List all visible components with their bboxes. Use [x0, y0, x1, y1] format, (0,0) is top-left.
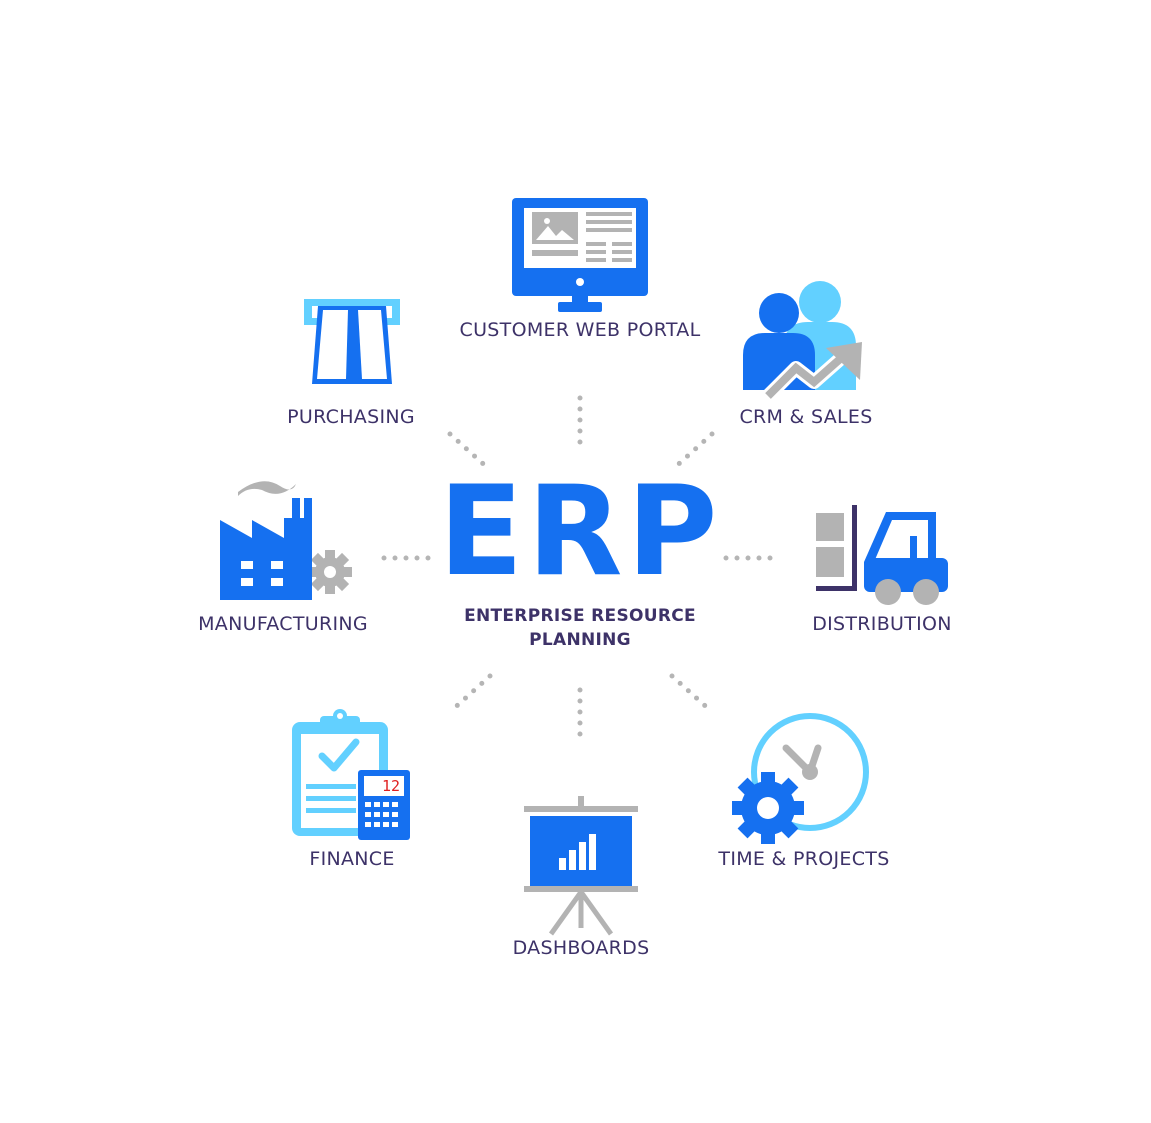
connector-bottom-left	[447, 673, 493, 715]
label-manufacturing: MANUFACTURING	[198, 613, 368, 635]
label-finance: FINANCE	[309, 848, 395, 870]
erp-subtitle-line2: PLANNING	[529, 630, 631, 650]
calculator-display: 12	[381, 777, 400, 795]
connector-bottom-right	[669, 673, 715, 715]
connector-top-left	[447, 431, 493, 473]
label-time-projects: TIME & PROJECTS	[718, 848, 890, 870]
erp-title: ERP	[438, 460, 722, 604]
connector-top-right	[669, 431, 715, 473]
label-customer-web-portal: CUSTOMER WEB PORTAL	[459, 319, 701, 341]
label-purchasing: PURCHASING	[287, 406, 415, 428]
label-distribution: DISTRIBUTION	[812, 613, 952, 635]
label-crm-sales: CRM & SALES	[739, 406, 873, 428]
erp-subtitle-line1: ENTERPRISE RESOURCE	[464, 606, 696, 626]
erp-subtitle: ENTERPRISE RESOURCE PLANNING	[440, 604, 720, 652]
label-dashboards: DASHBOARDS	[512, 937, 650, 959]
